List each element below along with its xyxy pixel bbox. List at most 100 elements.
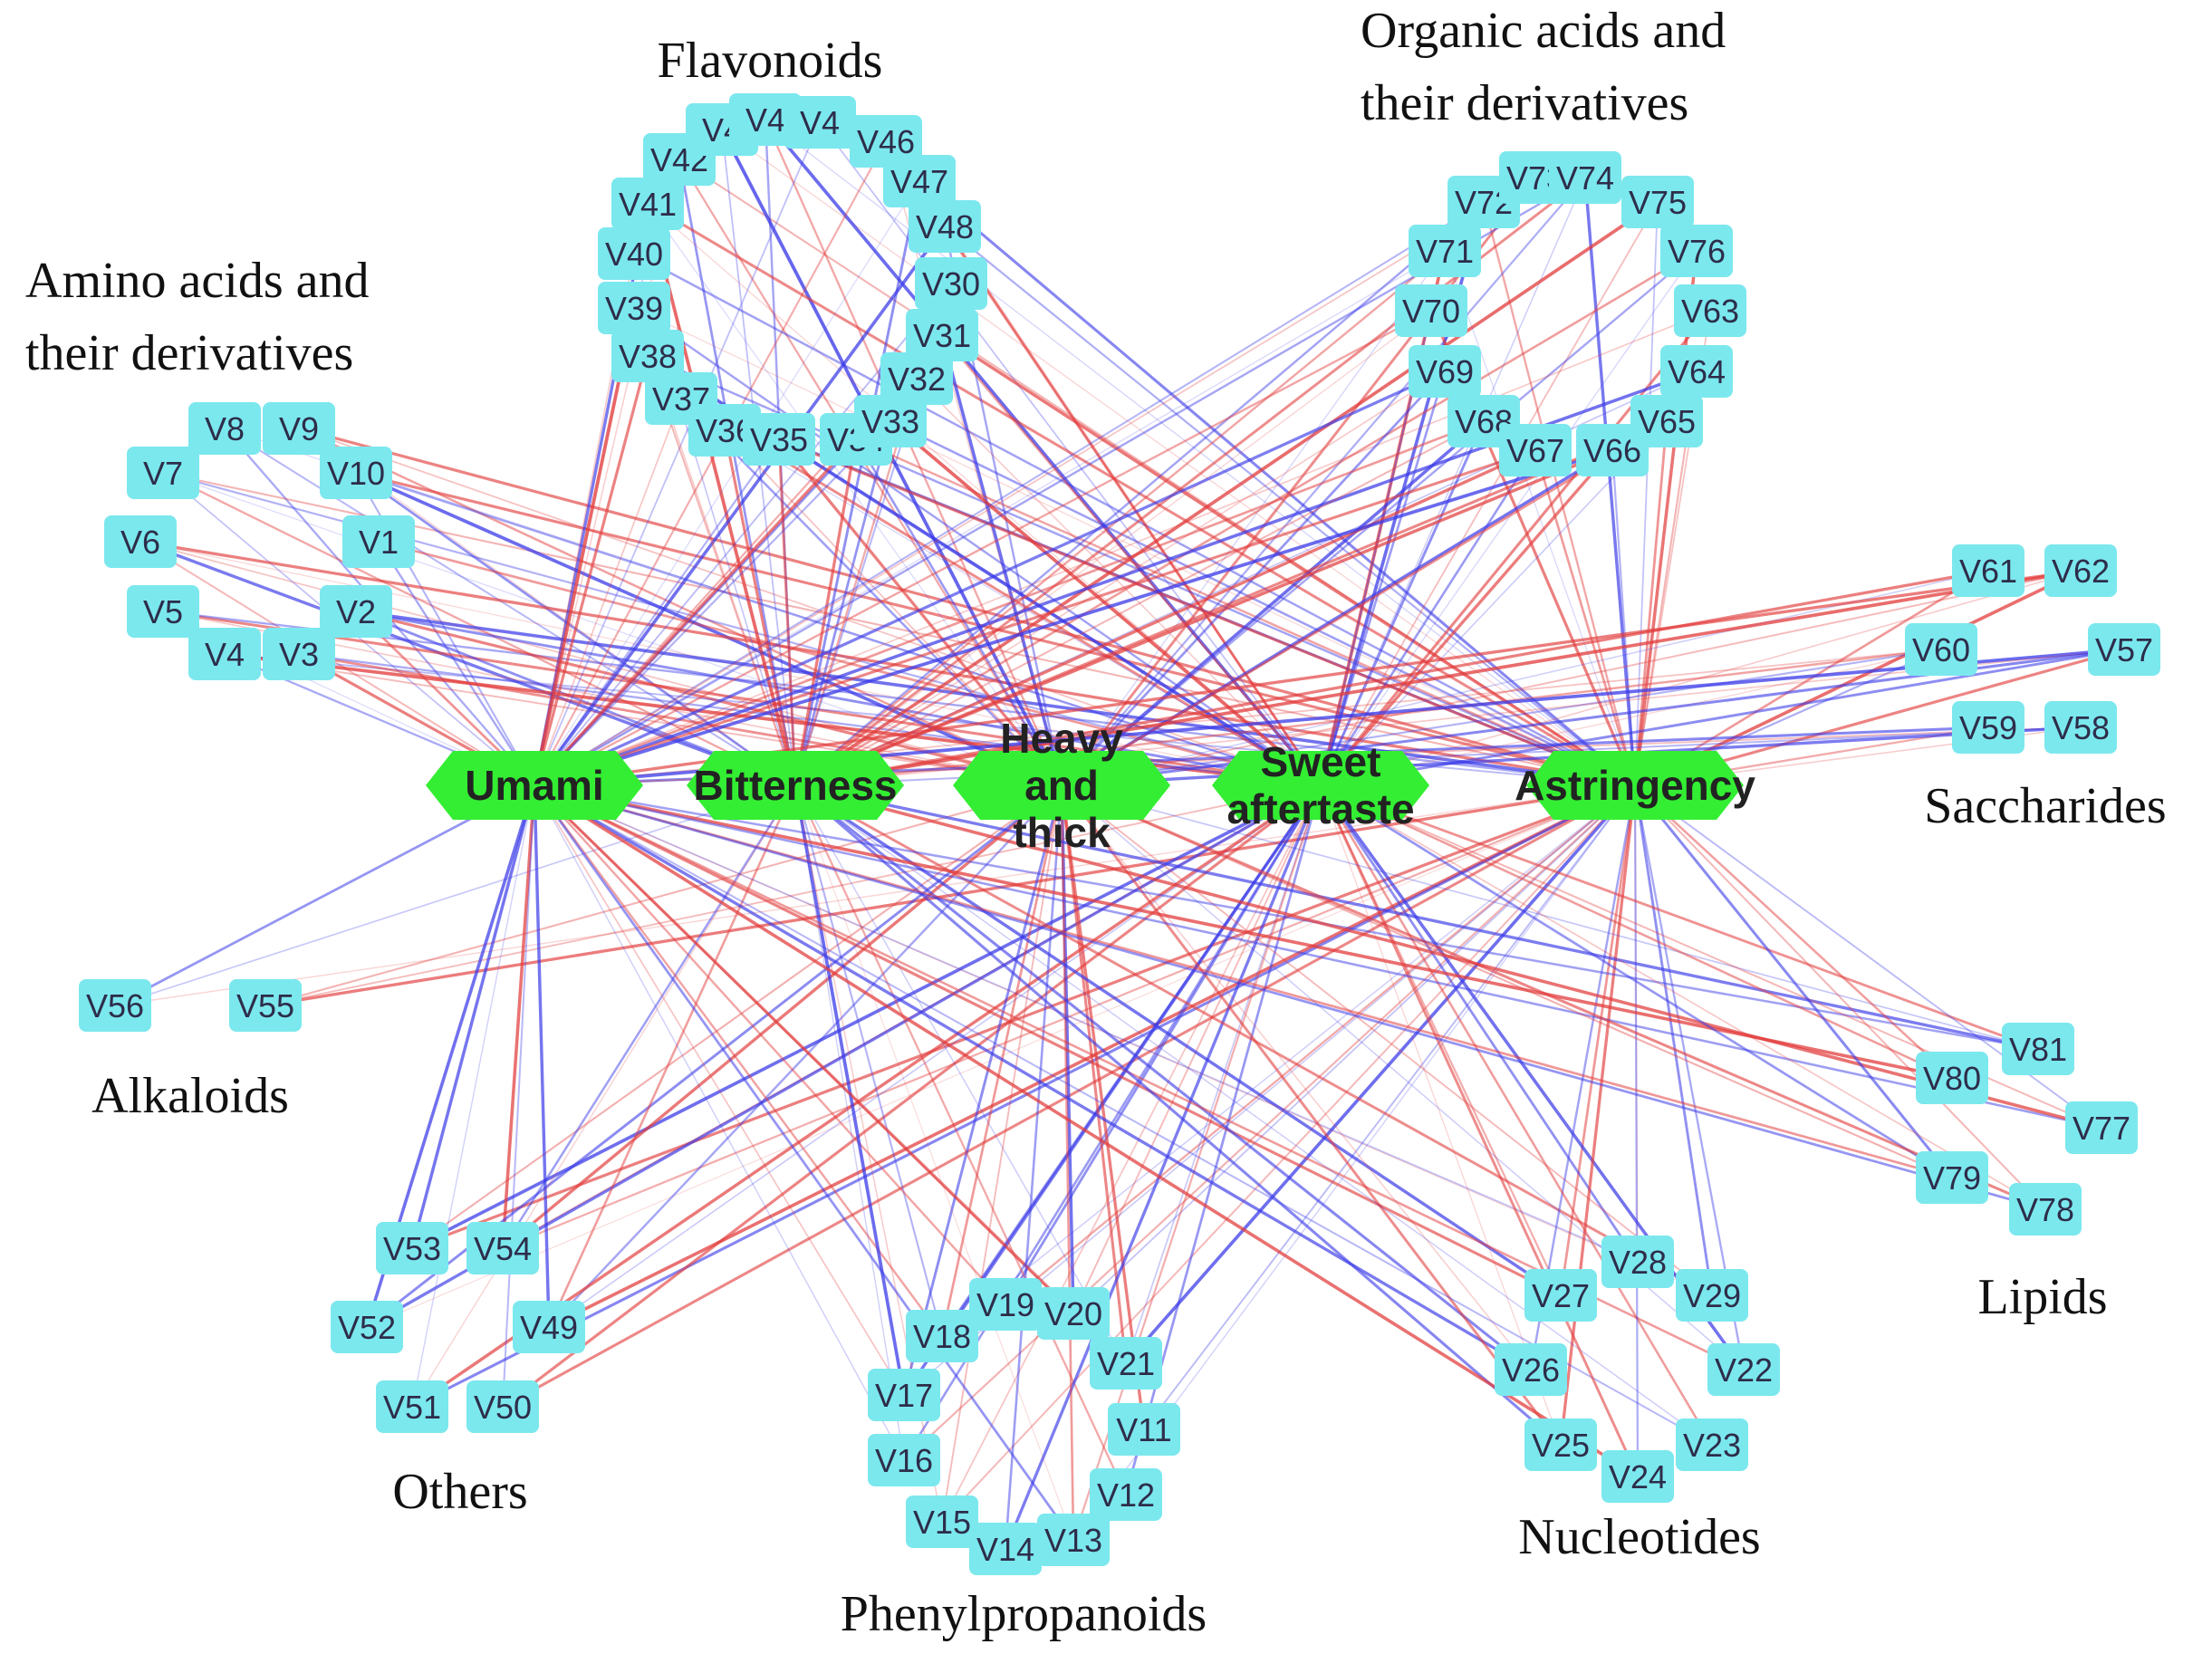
metabolite-node-v64[interactable]: V64 xyxy=(1660,345,1733,398)
metabolite-box xyxy=(1499,424,1572,476)
metabolite-node-v1[interactable]: V1 xyxy=(342,515,415,568)
metabolite-node-v22[interactable]: V22 xyxy=(1707,1343,1780,1396)
metabolite-node-v56[interactable]: V56 xyxy=(79,979,151,1032)
metabolite-node-v61[interactable]: V61 xyxy=(1952,544,2024,597)
metabolite-node-v12[interactable]: V12 xyxy=(1090,1468,1162,1521)
taste-hexagon xyxy=(687,751,904,820)
metabolite-node-v57[interactable]: V57 xyxy=(2088,623,2160,676)
metabolite-node-v48[interactable]: V48 xyxy=(909,200,981,253)
metabolite-node-v8[interactable]: V8 xyxy=(188,402,261,455)
metabolite-node-v59[interactable]: V59 xyxy=(1952,701,2024,754)
metabolite-node-v27[interactable]: V27 xyxy=(1524,1269,1597,1322)
taste-node-bitterness[interactable]: Bitterness xyxy=(687,751,904,820)
taste-node-astringency[interactable]: Astringency xyxy=(1515,751,1755,820)
metabolite-node-v35[interactable]: V35 xyxy=(743,413,815,466)
metabolite-node-v13[interactable]: V13 xyxy=(1037,1514,1110,1566)
metabolite-node-v78[interactable]: V78 xyxy=(2009,1183,2082,1236)
metabolite-node-v4[interactable]: V4 xyxy=(188,628,261,680)
metabolite-node-v70[interactable]: V70 xyxy=(1395,284,1467,337)
metabolite-node-v40[interactable]: V40 xyxy=(598,227,670,280)
metabolite-node-v26[interactable]: V26 xyxy=(1495,1343,1567,1396)
metabolite-node-v20[interactable]: V20 xyxy=(1037,1287,1110,1340)
metabolite-node-v29[interactable]: V29 xyxy=(1676,1269,1748,1322)
edge-v14-sweet-aftertaste-252 xyxy=(1004,784,1322,1550)
metabolite-label: V18 xyxy=(913,1318,971,1355)
edge-v56-bitterness-187 xyxy=(114,784,796,1006)
metabolite-node-v31[interactable]: V31 xyxy=(906,309,978,361)
metabolite-node-v60[interactable]: V60 xyxy=(1905,623,1977,676)
metabolite-box xyxy=(2002,1023,2074,1075)
metabolite-node-v63[interactable]: V63 xyxy=(1674,284,1746,337)
metabolite-node-v77[interactable]: V77 xyxy=(2065,1101,2138,1154)
metabolite-node-v9[interactable]: V9 xyxy=(263,402,335,455)
metabolite-node-v55[interactable]: V55 xyxy=(229,979,302,1032)
metabolite-node-v30[interactable]: V30 xyxy=(915,257,987,310)
metabolite-node-v75[interactable]: V75 xyxy=(1621,176,1694,228)
metabolite-box xyxy=(1707,1343,1780,1396)
metabolite-node-v17[interactable]: V17 xyxy=(868,1369,940,1421)
metabolite-node-v79[interactable]: V79 xyxy=(1916,1151,1988,1204)
metabolite-label: V41 xyxy=(619,186,677,223)
metabolite-node-v50[interactable]: V50 xyxy=(466,1380,539,1433)
edge-v35-heavy-and-thick-97 xyxy=(777,438,1063,787)
metabolite-node-v54[interactable]: V54 xyxy=(466,1222,539,1274)
group-label-amino-acids: their derivatives xyxy=(25,325,353,381)
metabolite-node-v10[interactable]: V10 xyxy=(320,447,392,499)
metabolite-node-v39[interactable]: V39 xyxy=(598,282,670,334)
metabolite-node-v51[interactable]: V51 xyxy=(376,1380,448,1433)
metabolite-node-v3[interactable]: V3 xyxy=(263,628,335,680)
metabolite-node-v76[interactable]: V76 xyxy=(1660,225,1733,277)
metabolite-node-v14[interactable]: V14 xyxy=(969,1523,1042,1575)
metabolite-label: V24 xyxy=(1609,1458,1667,1495)
metabolite-node-v47[interactable]: V47 xyxy=(883,155,956,207)
edge-v73-umami-112 xyxy=(534,177,1536,786)
metabolite-node-v74[interactable]: V74 xyxy=(1549,151,1621,204)
metabolite-node-v18[interactable]: V18 xyxy=(906,1310,978,1362)
metabolite-node-v67[interactable]: V67 xyxy=(1499,424,1572,476)
metabolite-node-v24[interactable]: V24 xyxy=(1601,1450,1674,1503)
metabolite-node-v80[interactable]: V80 xyxy=(1916,1052,1988,1104)
metabolite-node-v4[interactable]: V4 xyxy=(784,96,856,149)
group-label-amino-acids: Amino acids and xyxy=(25,253,369,309)
metabolite-node-v7[interactable]: V7 xyxy=(127,447,199,499)
edge-v77-bitterness-295 xyxy=(794,784,2102,1130)
edge-v19-umami-222 xyxy=(534,784,1006,1305)
edge-v33-astringency-107 xyxy=(890,419,1636,787)
metabolite-node-v28[interactable]: V28 xyxy=(1601,1236,1674,1288)
metabolite-label: V29 xyxy=(1683,1277,1741,1314)
metabolite-node-v41[interactable]: V41 xyxy=(611,178,684,230)
metabolite-node-v38[interactable]: V38 xyxy=(611,330,684,382)
metabolite-label: V64 xyxy=(1668,353,1726,390)
metabolite-node-v21[interactable]: V21 xyxy=(1090,1337,1162,1390)
metabolite-node-v33[interactable]: V33 xyxy=(854,395,927,447)
metabolite-node-v16[interactable]: V16 xyxy=(868,1434,940,1486)
metabolite-node-v69[interactable]: V69 xyxy=(1409,345,1481,398)
edge-v68-bitterness-146 xyxy=(794,420,1485,786)
metabolite-node-v25[interactable]: V25 xyxy=(1524,1418,1597,1471)
metabolite-label: V63 xyxy=(1681,293,1739,330)
taste-label: aftertaste xyxy=(1226,785,1414,832)
metabolite-node-v62[interactable]: V62 xyxy=(2044,544,2117,597)
metabolite-node-v2[interactable]: V2 xyxy=(320,585,392,638)
metabolite-node-v6[interactable]: V6 xyxy=(104,515,177,568)
metabolite-node-v46[interactable]: V46 xyxy=(850,115,922,168)
metabolite-node-v81[interactable]: V81 xyxy=(2002,1023,2074,1075)
metabolite-node-v11[interactable]: V11 xyxy=(1108,1403,1180,1456)
metabolite-node-v58[interactable]: V58 xyxy=(2044,701,2117,754)
metabolite-node-v5[interactable]: V5 xyxy=(127,585,199,638)
metabolite-label: V40 xyxy=(605,236,663,273)
metabolite-node-v53[interactable]: V53 xyxy=(376,1222,448,1274)
taste-node-umami[interactable]: Umami xyxy=(426,751,643,820)
metabolite-node-v23[interactable]: V23 xyxy=(1676,1418,1748,1471)
metabolite-node-v71[interactable]: V71 xyxy=(1409,225,1481,277)
metabolite-node-v19[interactable]: V19 xyxy=(969,1278,1042,1331)
metabolite-node-v32[interactable]: V32 xyxy=(880,352,953,405)
metabolite-node-v52[interactable]: V52 xyxy=(331,1301,403,1353)
metabolite-node-v49[interactable]: V49 xyxy=(513,1301,585,1353)
metabolite-box xyxy=(1952,544,2024,597)
edge-v28-astringency-264 xyxy=(1634,784,1639,1263)
metabolite-node-v65[interactable]: V65 xyxy=(1630,395,1703,447)
metabolite-node-v15[interactable]: V15 xyxy=(906,1495,978,1548)
